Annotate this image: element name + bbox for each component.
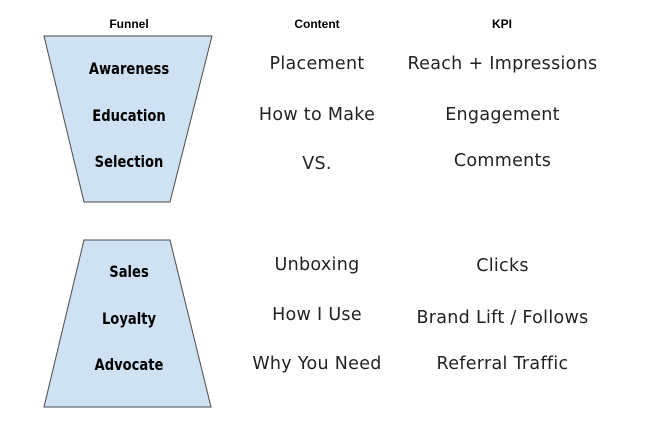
content-header: Content (294, 17, 340, 31)
content-education: How to Make (258, 105, 376, 125)
kpi-advocate: Referral Traffic (436, 354, 569, 374)
stage-sales: Sales (109, 262, 149, 281)
kpi-selection: Comments (453, 151, 552, 171)
kpi-loyalty: Brand Lift / Follows (416, 308, 589, 328)
stage-selection: Selection (94, 152, 164, 171)
stage-advocate: Advocate (94, 355, 164, 374)
bottom-funnel-shape (43, 239, 212, 408)
kpi-header: KPI (491, 17, 512, 31)
stage-loyalty: Loyalty (101, 309, 157, 328)
content-sales: Unboxing (274, 255, 360, 275)
kpi-awareness: Reach + Impressions (407, 54, 598, 74)
content-advocate: Why You Need (252, 354, 382, 374)
content-loyalty: How I Use (272, 305, 362, 325)
stage-awareness: Awareness (88, 59, 170, 78)
kpi-sales: Clicks (476, 256, 529, 276)
content-selection: VS. (302, 154, 332, 174)
stage-education: Education (92, 106, 166, 125)
funnel-header: Funnel (109, 17, 149, 31)
top-funnel-shape (43, 35, 213, 203)
kpi-education: Engagement (445, 105, 560, 125)
content-awareness: Placement (269, 54, 365, 74)
